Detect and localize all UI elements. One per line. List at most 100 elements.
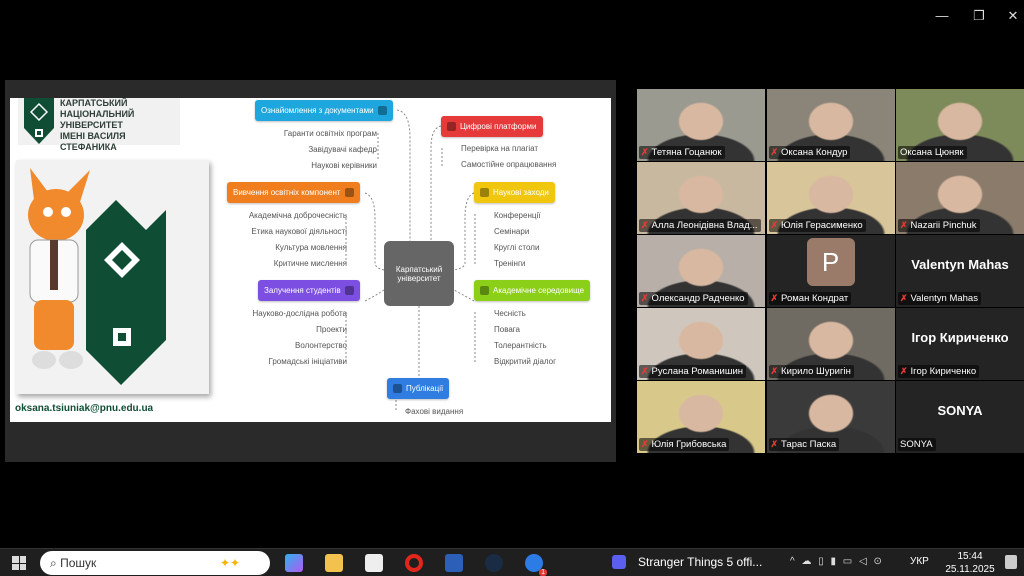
- mic-muted-icon: ✗: [641, 293, 649, 303]
- university-logo-header: КАРПАТСЬКИЙ НАЦІОНАЛЬНИЙ УНІВЕРСИТЕТ ІМЕ…: [18, 98, 180, 152]
- branch-item: Громадські ініціативи: [268, 357, 347, 366]
- document-icon: [377, 106, 387, 116]
- sparkle-icon: ✦✦: [220, 556, 241, 570]
- branch-item: Толерантність: [494, 341, 547, 350]
- participant-tile[interactable]: Ігор Кириченко✗Ігор Кириченко: [896, 308, 1024, 380]
- media-play-icon[interactable]: [612, 555, 626, 569]
- mic-muted-icon: ✗: [770, 220, 779, 230]
- taskbar-search[interactable]: ⌕ Пошук✦✦: [40, 551, 270, 575]
- mic-muted-icon: ✗: [641, 147, 649, 157]
- participant-name: Кирило Шуригін: [781, 366, 851, 377]
- webex-icon[interactable]: [485, 554, 503, 572]
- close-button[interactable]: ✕: [1007, 8, 1019, 23]
- mic-muted-icon: ✗: [641, 439, 649, 449]
- mindmap-center-node: Карпатський університет: [384, 241, 454, 306]
- taskbar: ⌕ Пошук✦✦ 1 Stranger Things 5 offi... ^ …: [0, 548, 1024, 576]
- minimize-button[interactable]: —: [935, 8, 949, 23]
- participant-name: Алла Леонідівна Влад...: [651, 220, 758, 231]
- clock-date: 25.11.2025: [945, 564, 995, 575]
- zoom-app-icon[interactable]: 1: [525, 554, 547, 576]
- participant-name-label: ✗Nazarii Pinchuk: [898, 219, 980, 232]
- store-icon[interactable]: [365, 554, 383, 572]
- branch-digital-platforms: Цифрові платформи: [441, 116, 543, 137]
- branch-title: Академічне середовище: [493, 286, 585, 295]
- notifications-icon[interactable]: [1005, 555, 1017, 569]
- mic-muted-icon: ✗: [900, 293, 908, 303]
- notification-badge: 1: [539, 569, 547, 576]
- media-title[interactable]: Stranger Things 5 offi...: [638, 555, 763, 569]
- participant-tile[interactable]: P✗Роман Кондрат: [766, 235, 895, 307]
- participant-name-label: ✗Кирило Шуригін: [768, 365, 854, 378]
- branch-education-components: Вивчення освітніх компонент: [227, 182, 360, 203]
- branch-documents: Ознайомлення з документами: [255, 100, 393, 121]
- participant-tile[interactable]: ✗Nazarii Pinchuk: [896, 162, 1024, 234]
- avatar: P: [806, 238, 855, 286]
- copilot-icon[interactable]: [285, 554, 303, 572]
- branch-title: Наукові заходи: [493, 188, 549, 197]
- clock[interactable]: 15:44 25.11.2025: [942, 550, 998, 576]
- participant-tile[interactable]: ✗Кирило Шуригін: [766, 308, 895, 380]
- branch-item: Науково-дослідна робота: [252, 309, 347, 318]
- participant-name-label: SONYA: [898, 438, 936, 451]
- university-emblem-icon: [24, 98, 54, 144]
- file-explorer-icon[interactable]: [325, 554, 343, 572]
- participant-tile[interactable]: ✗Олександр Радченко: [637, 235, 765, 307]
- participant-tile[interactable]: ✗Юлія Герасименко: [766, 162, 895, 234]
- branch-item: Чесність: [494, 309, 526, 318]
- branch-item: Круглі столи: [494, 243, 540, 252]
- clock-time: 15:44: [957, 551, 983, 562]
- participant-tile[interactable]: ✗Оксана Кондур: [766, 89, 895, 161]
- branch-item: Фахові видання: [405, 407, 464, 416]
- branch-item: Критичне мислення: [273, 259, 347, 268]
- participant-tile[interactable]: Оксана Цюняк: [896, 89, 1024, 161]
- restore-button[interactable]: ❐: [973, 8, 985, 23]
- university-name-line: КАРПАТСЬКИЙ: [60, 98, 128, 108]
- participant-name: Ігор Кириченко: [910, 366, 977, 377]
- book-icon: [393, 384, 402, 394]
- participant-name: Олександр Радченко: [651, 293, 745, 304]
- branch-academic-environment: Академічне середовище: [474, 280, 591, 301]
- participant-name-label: ✗Алла Леонідівна Влад...: [639, 219, 761, 232]
- university-name-line: НАЦІОНАЛЬНИЙ УНІВЕРСИТЕТ: [60, 109, 135, 130]
- language-indicator[interactable]: УКР: [910, 556, 929, 567]
- participant-tile[interactable]: ✗Юлія Грибовська: [637, 381, 765, 453]
- participant-name: Nazarii Pinchuk: [910, 220, 977, 231]
- paw-icon: [480, 286, 489, 296]
- branch-item: Проекти: [316, 325, 347, 334]
- participant-name: Тарас Паска: [781, 439, 837, 450]
- mic-muted-icon: ✗: [770, 293, 779, 303]
- system-tray-icons[interactable]: ^ ☁ ▯ ▮ ▭ ◁ ⊙: [790, 556, 884, 567]
- branch-item: Наукові керівники: [311, 161, 377, 170]
- branch-item: Відкритий діалог: [494, 357, 557, 366]
- branch-science-events: Наукові заходи: [474, 182, 555, 203]
- participant-name: Оксана Кондур: [781, 147, 848, 158]
- participant-name-label: Оксана Цюняк: [898, 146, 967, 159]
- participant-tile[interactable]: ✗Алла Леонідівна Влад...: [637, 162, 765, 234]
- participant-name-label: ✗Valentyn Mahas: [898, 292, 981, 305]
- branch-item: Семінари: [494, 227, 530, 236]
- participant-tile[interactable]: ✗Руслана Романишин: [637, 308, 765, 380]
- word-icon[interactable]: [445, 554, 463, 572]
- participant-name-label: ✗Тарас Паска: [768, 438, 840, 451]
- participant-tile[interactable]: ✗Тетяна Гоцанюк: [637, 89, 765, 161]
- participant-name-label: ✗Олександр Радченко: [639, 292, 748, 305]
- participant-name: Оксана Цюняк: [900, 147, 964, 158]
- mic-muted-icon: ✗: [900, 366, 908, 376]
- mic-muted-icon: ✗: [770, 439, 779, 449]
- branch-item: Повага: [494, 325, 520, 334]
- opera-icon[interactable]: [405, 554, 423, 572]
- branch-title: Цифрові платформи: [460, 122, 537, 131]
- mic-muted-icon: ✗: [900, 220, 908, 230]
- windows-start-icon[interactable]: [12, 556, 26, 570]
- mic-muted-icon: ✗: [641, 366, 649, 376]
- participant-tile[interactable]: ✗Тарас Паска: [766, 381, 895, 453]
- branch-title: Публікації: [406, 384, 444, 393]
- mic-muted-icon: ✗: [641, 220, 649, 230]
- mascot-card: [16, 160, 209, 394]
- branch-item: Культура мовлення: [275, 243, 347, 252]
- contact-email: oksana.tsiuniak@pnu.edu.ua: [15, 403, 154, 414]
- participant-name: SONYA: [900, 439, 933, 450]
- participant-tile[interactable]: Valentyn Mahas✗Valentyn Mahas: [896, 235, 1024, 307]
